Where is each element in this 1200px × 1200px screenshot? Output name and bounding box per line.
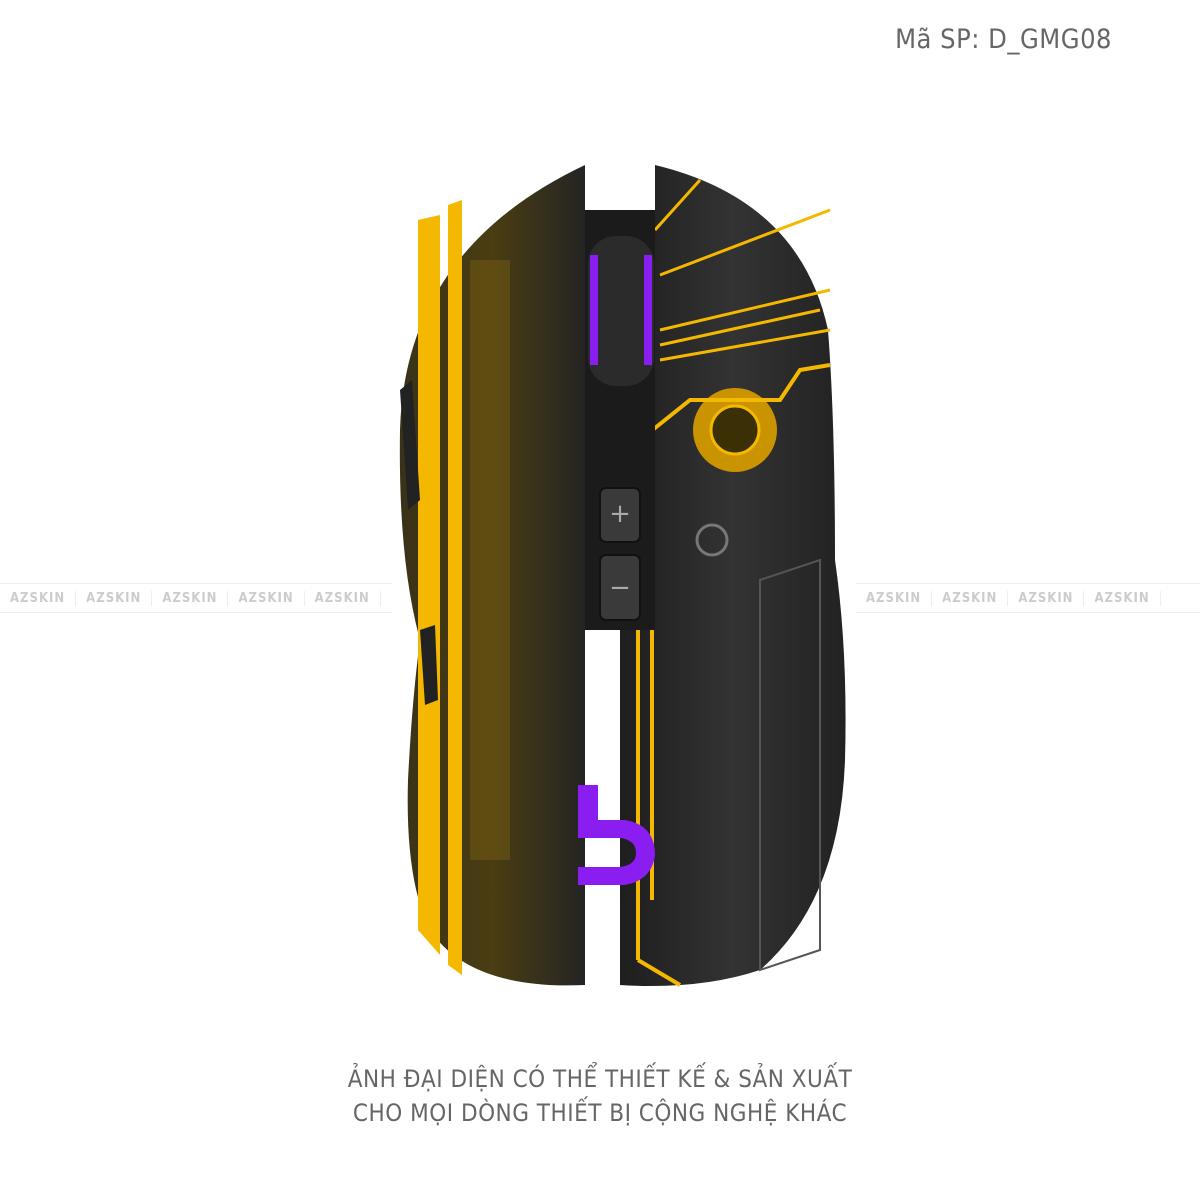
right-button-shell — [620, 165, 846, 986]
dpi-minus-button — [599, 554, 641, 621]
caption-line-1: ẢNH ĐẠI DIỆN CÓ THỂ THIẾT KẾ & SẢN XUẤT — [347, 1065, 853, 1093]
dpi-plus-button — [599, 487, 641, 543]
scroll-wheel — [588, 236, 654, 386]
watermark-text: AZSKIN — [305, 590, 381, 606]
watermark-text: AZSKIN — [76, 590, 153, 606]
watermark-text: AZSKIN — [1084, 590, 1161, 606]
brand-logo — [578, 785, 655, 885]
caption: ẢNH ĐẠI DIỆN CÓ THỂ THIẾT KẾ & SẢN XUẤT … — [0, 1062, 1200, 1130]
watermark-text: AZSKIN — [228, 590, 305, 606]
product-code: Mã SP: D_GMG08 — [895, 24, 1112, 55]
watermark-text: AZSKIN — [152, 590, 229, 606]
watermark-text: AZSKIN — [932, 590, 1009, 606]
watermark-text: AZSKIN — [0, 590, 77, 606]
minus-label: − — [609, 573, 631, 603]
caption-line-2: CHO MỌI DÒNG THIẾT BỊ CỘNG NGHỆ KHÁC — [352, 1099, 848, 1127]
watermark-text: AZSKIN — [856, 590, 933, 606]
plus-label: + — [609, 499, 631, 529]
left-button-shell — [399, 165, 585, 986]
watermark-text: AZSKIN — [1008, 590, 1085, 606]
